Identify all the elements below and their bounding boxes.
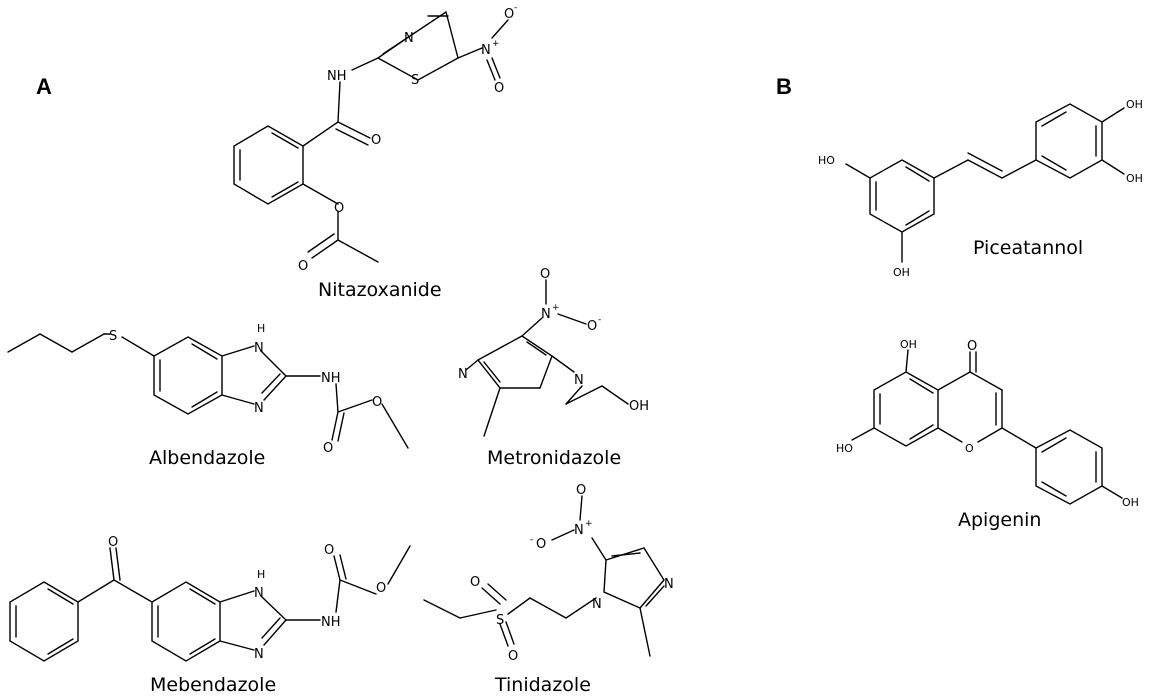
charge-minus: - [514,3,517,13]
compound-name-mebendazole: Mebendazole [150,674,276,696]
albendazole-structure: S H N N NH O O Albendazole [7,322,409,469]
mebendazole-structure: O H N N NH O O Mebendazole [9,535,411,696]
atom-o: O [371,133,381,148]
atom-o: O [323,441,333,456]
atom-o-minus: O [587,319,597,334]
charge-plus: + [552,303,560,313]
atom-o: O [376,581,386,596]
compound-name-metronidazole: Metronidazole [487,447,621,469]
atom-n: N [254,586,264,601]
atom-o: O [965,442,974,455]
atom-o: O [334,201,344,216]
tinidazole-structure: N N N + O - O S O O Tinidazole [423,483,674,696]
atom-n: N [664,577,674,592]
atom-n-plus: N [574,523,584,538]
compound-name-tinidazole: Tinidazole [494,674,591,696]
atom-oh: OH [1126,172,1143,185]
atom-oh: OH [893,266,910,279]
atom-n-plus: N [481,43,491,58]
atom-n-plus: N [541,307,551,322]
atom-o-minus: O [504,7,514,22]
atom-nh: NH [321,615,341,630]
charge-plus: + [585,519,593,529]
charge-plus: + [492,39,500,49]
atom-n: N [254,647,264,662]
atom-o: O [576,483,586,498]
atom-o: O [324,543,334,558]
atom-ho: HO [836,442,853,455]
panel-label-a: A [36,74,52,99]
compound-name-piceatannol: Piceatannol [973,237,1083,259]
atom-s: S [496,613,504,628]
atom-oh: OH [1122,496,1139,509]
atom-o: O [967,339,977,354]
atom-o-minus: O [536,537,546,552]
atom-n: N [458,367,468,382]
atom-nh: NH [327,69,347,84]
panel-label-b: B [776,74,792,99]
atom-o: O [540,267,550,282]
atom-o: O [508,649,518,664]
charge-minus: - [530,535,533,545]
atom-h: H [257,322,265,335]
atom-s: S [411,73,419,88]
metronidazole-structure: N N N + O O - OH Metronidazole [458,267,649,469]
compound-name-nitazoxanide: Nitazoxanide [318,279,442,301]
atom-h: H [257,568,265,581]
nitazoxanide-structure: N S NH N + O - O O O O Nitazoxanide [233,3,517,301]
atom-n: N [254,401,264,416]
atom-o: O [108,535,118,550]
atom-o: O [470,575,480,590]
atom-oh: OH [1126,98,1143,111]
atom-o: O [372,395,382,410]
atom-oh: OH [629,399,649,414]
atom-o: O [494,81,504,96]
charge-minus: - [598,315,601,325]
apigenin-structure: OH O O HO OH Apigenin [836,338,1139,531]
atom-n: N [574,373,584,388]
piceatannol-structure: HO OH OH OH Piceatannol [818,98,1143,279]
atom-o: O [298,259,308,274]
atom-n: N [404,31,414,46]
atom-ho: HO [818,154,835,167]
atom-oh: OH [900,338,917,351]
compound-name-albendazole: Albendazole [149,447,265,469]
atom-nh: NH [321,371,341,386]
atom-s: S [109,329,117,344]
atom-n: N [254,341,264,356]
compound-name-apigenin: Apigenin [958,509,1041,531]
atom-n: N [592,597,602,612]
